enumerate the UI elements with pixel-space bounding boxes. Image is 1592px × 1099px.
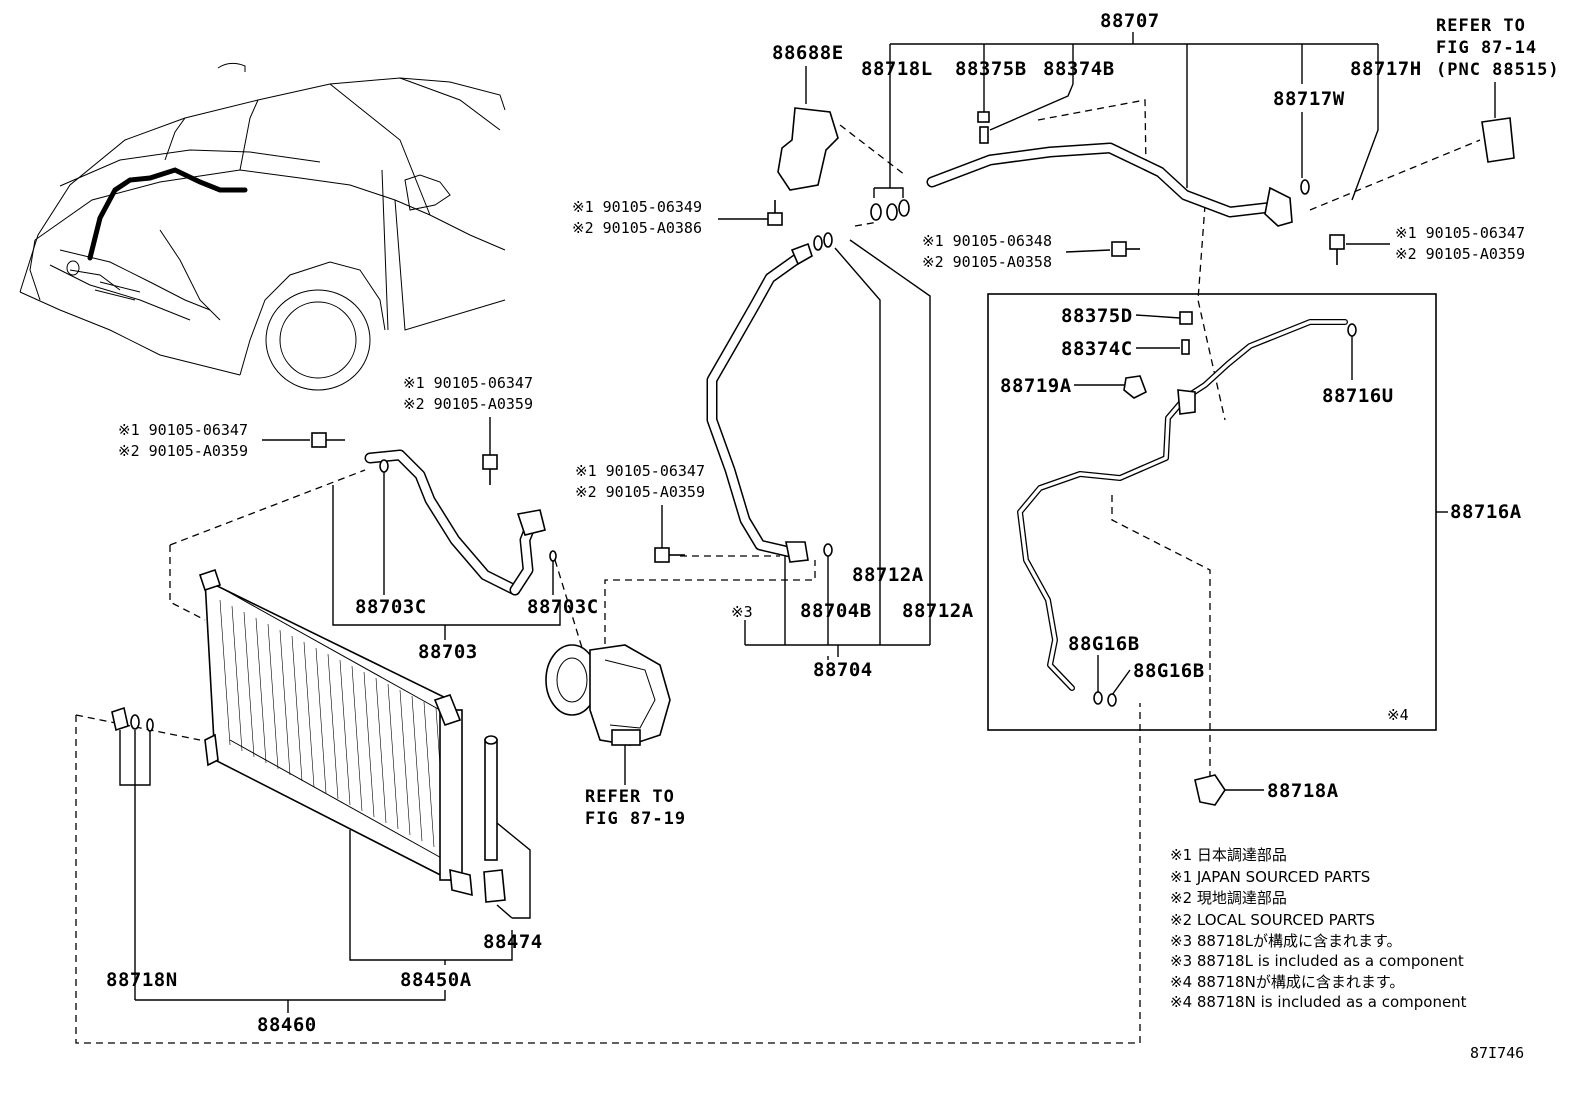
label-88718L: 88718L bbox=[861, 58, 933, 80]
notes-block: ※1 日本調達部品 ※1 JAPAN SOURCED PARTS ※2 現地調達… bbox=[1170, 846, 1467, 1011]
bracket-88688E bbox=[777, 107, 839, 191]
label-88704: 88704 bbox=[813, 659, 873, 681]
note-line: ※4 88718Nが構成に含まれます。 bbox=[1170, 973, 1404, 991]
leader-lines bbox=[119, 32, 1496, 1013]
label-88704B: 88704B bbox=[800, 600, 872, 622]
label-88707: 88707 bbox=[1100, 10, 1160, 32]
fastener-1-line-b: ※2 90105-A0386 bbox=[572, 219, 702, 237]
label-88460: 88460 bbox=[257, 1014, 317, 1036]
o-ring-icon bbox=[898, 199, 910, 217]
label-88716U: 88716U bbox=[1322, 385, 1394, 407]
note-line: ※3 88718L is included as a component bbox=[1170, 952, 1464, 970]
label-88712A-1: 88712A bbox=[852, 564, 924, 586]
small-parts bbox=[111, 107, 1515, 806]
note-line: ※1 JAPAN SOURCED PARTS bbox=[1170, 868, 1370, 886]
fastener-3-line-a: ※1 90105-06347 bbox=[1395, 224, 1525, 242]
note-line: ※2 LOCAL SOURCED PARTS bbox=[1170, 911, 1375, 929]
o-ring-icon bbox=[823, 232, 833, 248]
ref-top-line-2: FIG 87-14 bbox=[1436, 38, 1537, 58]
ref-top-line-1: REFER TO bbox=[1436, 16, 1526, 36]
label-88712A-2: 88712A bbox=[902, 600, 974, 622]
fastener-4-line-b: ※2 90105-A0359 bbox=[403, 395, 533, 413]
clamp-88718A bbox=[1194, 774, 1226, 806]
assembly-88716A-box bbox=[987, 293, 1437, 731]
o-ring-icon bbox=[813, 235, 823, 251]
label-88716A: 88716A bbox=[1450, 501, 1522, 523]
condenser-fins bbox=[219, 599, 447, 854]
dashed-lines bbox=[75, 99, 1481, 1044]
cap-icon bbox=[1179, 311, 1193, 325]
label-88718A: 88718A bbox=[1267, 780, 1339, 802]
cap-icon bbox=[111, 706, 129, 732]
o-ring-icon bbox=[379, 459, 389, 473]
o-ring-icon bbox=[823, 543, 833, 557]
note-line: ※3 88718Lが構成に含まれます。 bbox=[1170, 932, 1401, 950]
valve-core-icon bbox=[979, 126, 989, 144]
service-valve-cap-icon bbox=[1123, 375, 1148, 399]
label-88450A: 88450A bbox=[400, 969, 472, 991]
label-88G16B-1: 88G16B bbox=[1068, 633, 1140, 655]
note-line: ※2 現地調達部品 bbox=[1170, 889, 1287, 907]
o-ring-icon bbox=[549, 550, 557, 562]
label-88375B: 88375B bbox=[955, 58, 1027, 80]
note-line: ※4 88718N is included as a component bbox=[1170, 993, 1467, 1011]
ref-compressor-line-1: REFER TO bbox=[585, 787, 675, 807]
valve-core-icon bbox=[1181, 339, 1190, 355]
part-labels: 88707 88688E 88718L 88375B 88374B 88717H… bbox=[106, 10, 1524, 1062]
fastener-6-line-b: ※2 90105-A0359 bbox=[575, 483, 705, 501]
label-88374C: 88374C bbox=[1061, 338, 1133, 360]
fastener-3-line-b: ※2 90105-A0359 bbox=[1395, 245, 1525, 263]
fastener-6-line-a: ※1 90105-06347 bbox=[575, 462, 705, 480]
label-88G16B-2: 88G16B bbox=[1133, 660, 1205, 682]
fastener-5-line-a: ※1 90105-06347 bbox=[118, 421, 248, 439]
label-88688E: 88688E bbox=[772, 42, 844, 64]
bolt-icon bbox=[1329, 234, 1345, 265]
fastener-1-line-a: ※1 90105-06349 bbox=[572, 198, 702, 216]
ref-compressor-line-2: FIG 87-19 bbox=[585, 809, 686, 829]
label-88474: 88474 bbox=[483, 931, 543, 953]
fastener-2-line-a: ※1 90105-06348 bbox=[922, 232, 1052, 250]
fastener-4-line-a: ※1 90105-06347 bbox=[403, 374, 533, 392]
cap-icon bbox=[977, 111, 990, 123]
label-88717H: 88717H bbox=[1350, 58, 1422, 80]
bolt-icon bbox=[482, 454, 498, 485]
o-ring-icon bbox=[1347, 323, 1357, 337]
label-88703C-2: 88703C bbox=[527, 596, 599, 618]
label-88703C-1: 88703C bbox=[355, 596, 427, 618]
o-ring-icon bbox=[1300, 179, 1310, 195]
label-88703: 88703 bbox=[418, 641, 478, 663]
o-ring-icon bbox=[1093, 691, 1103, 705]
o-ring-icon bbox=[146, 718, 154, 732]
pipes bbox=[364, 142, 1348, 691]
label-88718N: 88718N bbox=[106, 969, 178, 991]
label-88375D: 88375D bbox=[1061, 305, 1133, 327]
o-ring-icon bbox=[886, 203, 898, 221]
fastener-5-line-b: ※2 90105-A0359 bbox=[118, 442, 248, 460]
ref-top-line-3: (PNC 88515) bbox=[1436, 60, 1560, 80]
refer-labels: REFER TO FIG 87-14 (PNC 88515) REFER TO … bbox=[585, 16, 1560, 829]
o-ring-icon bbox=[870, 203, 882, 221]
receiver-88474 bbox=[483, 735, 506, 903]
box-note4-marker: ※4 bbox=[1387, 706, 1409, 724]
compressor-icon bbox=[545, 644, 671, 746]
fastener-2-line-b: ※2 90105-A0358 bbox=[922, 253, 1052, 271]
note-line: ※1 日本調達部品 bbox=[1170, 846, 1287, 864]
note3-marker: ※3 bbox=[731, 603, 753, 621]
label-88374B: 88374B bbox=[1043, 58, 1115, 80]
condenser-88450A bbox=[198, 568, 473, 897]
bolt-icon bbox=[767, 200, 783, 226]
label-88717W: 88717W bbox=[1273, 88, 1345, 110]
pressure-switch-icon bbox=[1481, 117, 1515, 163]
o-ring-icon bbox=[1107, 693, 1117, 707]
label-88719A: 88719A bbox=[1000, 375, 1072, 397]
fastener-labels: ※1 90105-06349 ※2 90105-A0386 ※1 90105-0… bbox=[118, 198, 1525, 501]
o-ring-icon bbox=[130, 714, 140, 730]
bolt-icon bbox=[311, 432, 345, 448]
bolt-icon bbox=[1111, 241, 1140, 257]
vehicle-front-illustration bbox=[19, 62, 506, 391]
figure-number: 87I746 bbox=[1470, 1044, 1524, 1062]
bolt-icon bbox=[654, 547, 685, 563]
